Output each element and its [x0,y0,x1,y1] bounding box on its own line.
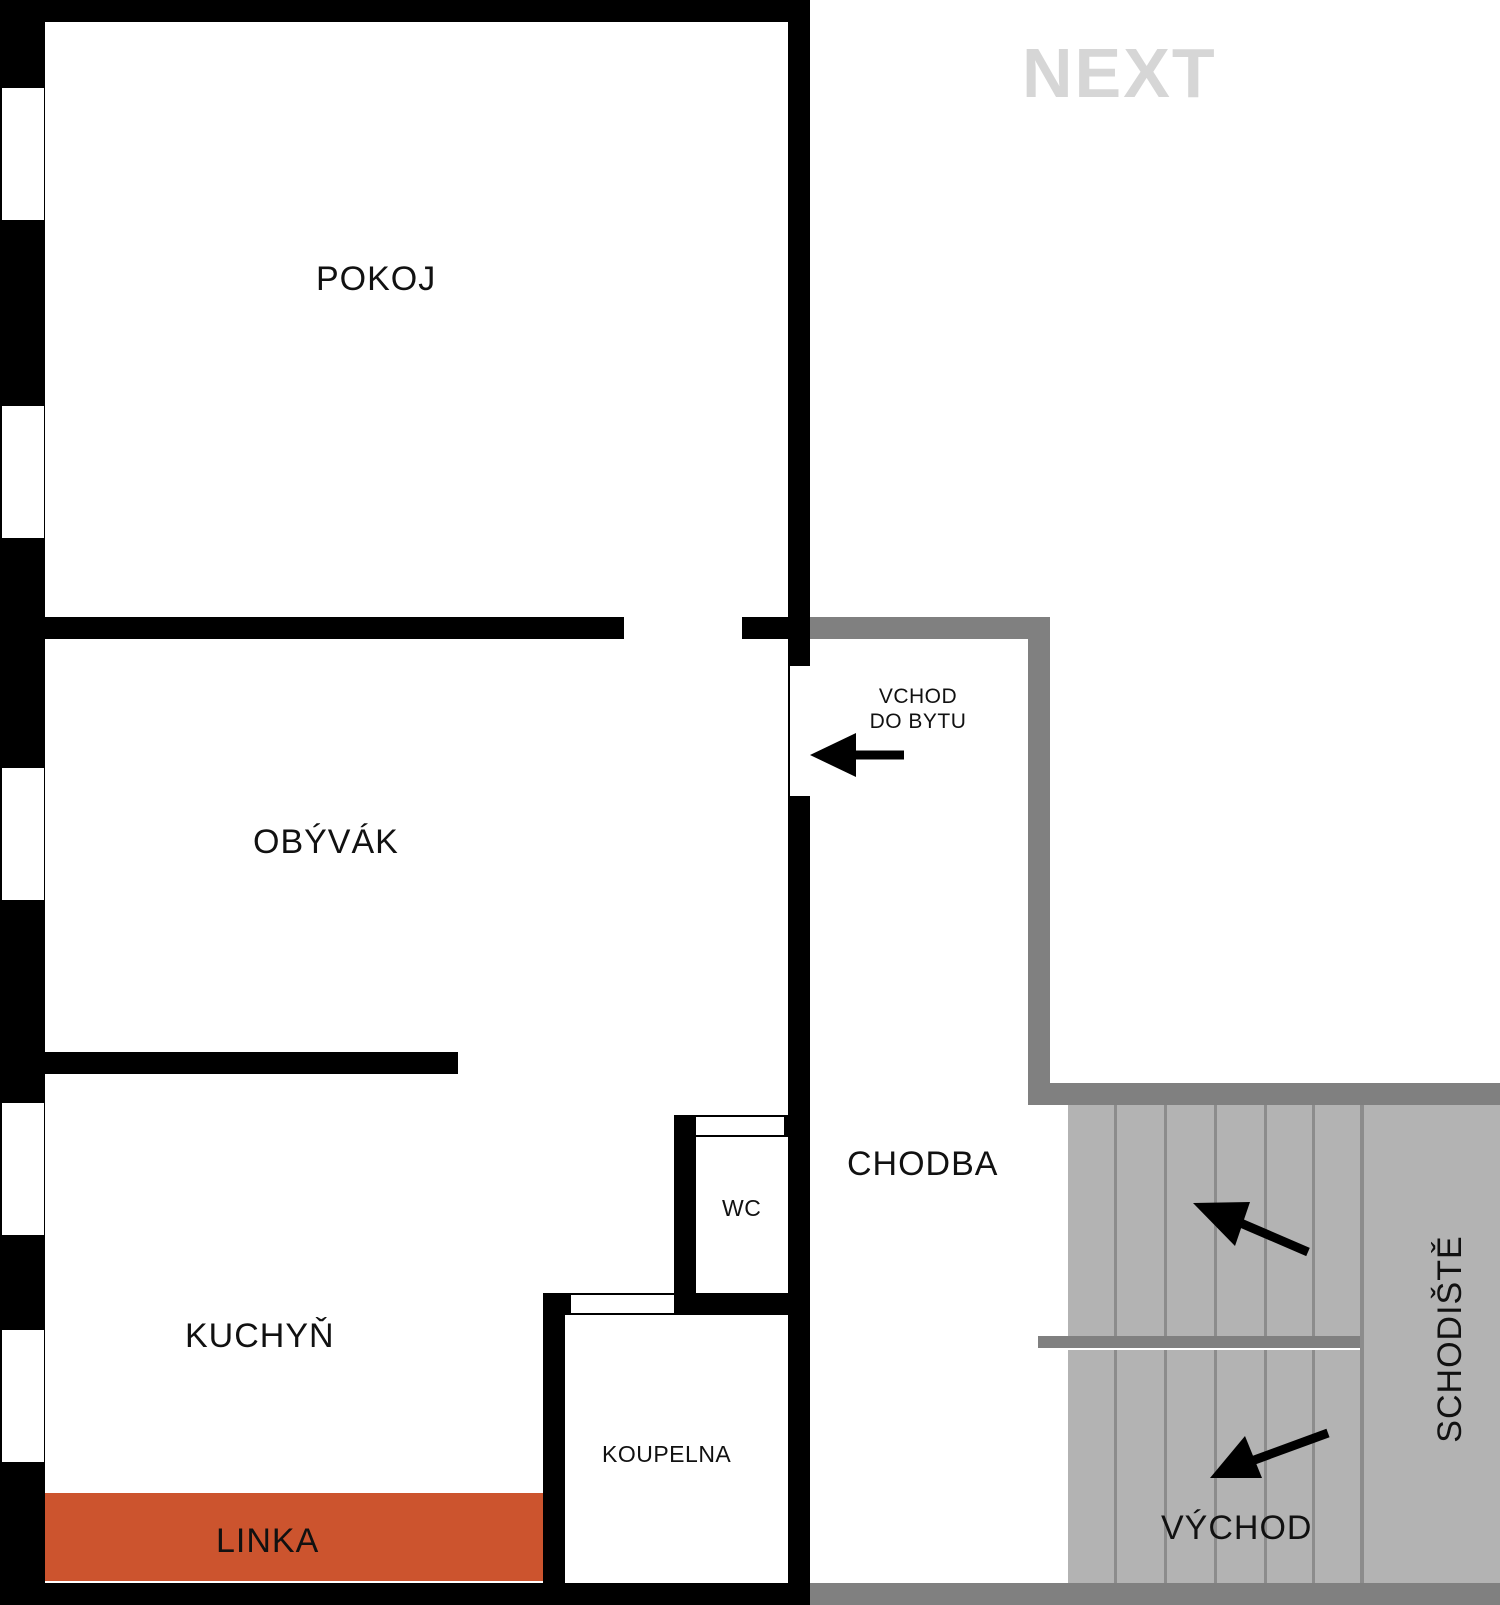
label-vychod: VÝCHOD [1161,1509,1313,1547]
stairwell-wall-right [1028,617,1050,1105]
riser [1214,1350,1217,1586]
kitchen-counter [45,1493,543,1581]
label-schodiste: SCHODIŠTĚ [1431,1235,1469,1443]
wall-obyvak-kuchyn [45,1052,458,1074]
riser [1264,1104,1267,1336]
door-wc [696,1117,784,1135]
wall-right [788,0,810,1605]
room-label-chodba: CHODBA [847,1145,999,1183]
stairs-up-arrow [1193,1202,1310,1257]
wall-koupelna-left [543,1293,565,1583]
entrance-label: VCHOD DO BYTU [858,684,978,734]
next-logo: NEXT [1022,34,1217,112]
room-label-wc: WC [722,1195,762,1221]
window [2,406,44,538]
wall-pokoj-obyvak [45,617,793,639]
stair-divider [1038,1336,1360,1348]
room-label-koupelna: KOUPELNA [602,1441,732,1467]
riser [1264,1350,1267,1586]
riser [1312,1350,1315,1586]
riser [1164,1350,1167,1586]
riser [1114,1350,1117,1586]
stairwell-wall-top [810,617,1050,639]
wall-wc-left [674,1115,696,1313]
wall-wc-bottom [674,1293,794,1315]
door-koupelna [571,1295,674,1313]
window [2,1330,44,1462]
wall-bottom [0,1583,810,1605]
stair-edge [1360,1104,1364,1586]
landing [1364,1104,1500,1586]
wall-top [0,0,810,22]
stairwell-wall-bottom [810,1583,1500,1605]
window [2,1103,44,1235]
window [2,88,44,220]
counter-label-linka: LINKA [216,1522,320,1560]
stairwell-wall-upper [1028,1083,1500,1105]
door-pokoj [624,617,742,639]
room-label-pokoj: POKOJ [316,260,437,298]
entrance-label-line1: VCHOD [878,685,958,708]
riser [1312,1104,1315,1336]
riser [1164,1104,1167,1336]
riser [1114,1104,1117,1336]
entrance-arrow [810,733,904,777]
exit-arrow [1210,1428,1330,1478]
window [2,768,44,900]
entrance-label-line2: DO BYTU [869,710,967,734]
entrance-door [790,666,810,796]
room-label-obyvak: OBÝVÁK [253,823,399,861]
room-label-kuchyn: KUCHYŇ [185,1317,335,1355]
